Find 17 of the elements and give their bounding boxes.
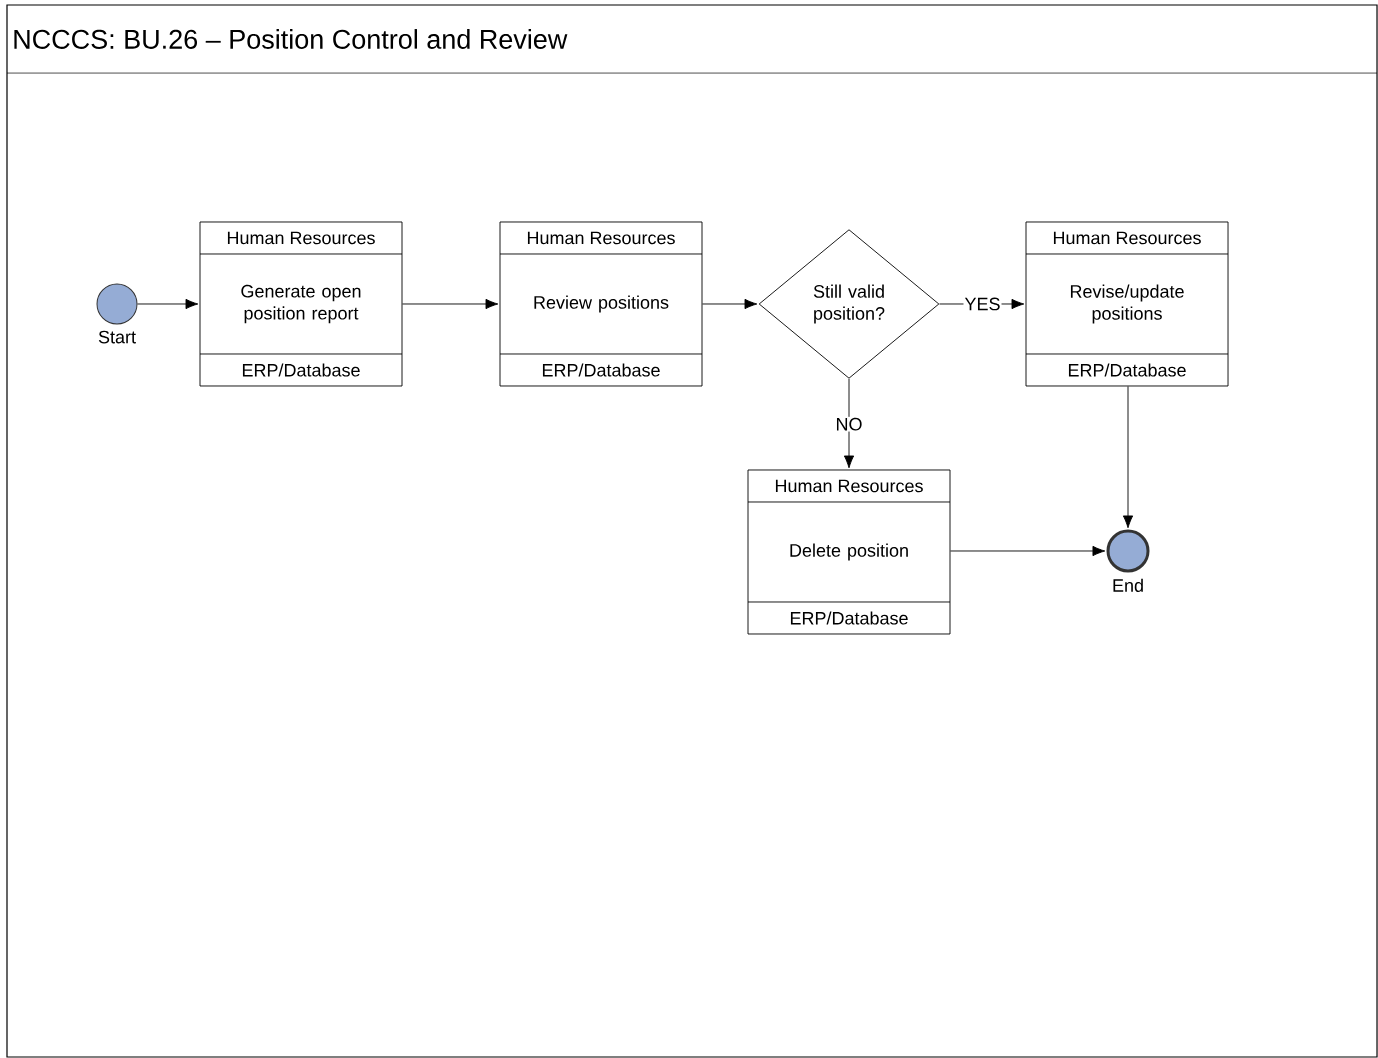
task-box: Human Resources Review positions ERP/Database <box>499 221 703 387</box>
arrow <box>843 378 855 469</box>
title: NCCCS: BU.26 – Position Control and Review <box>14 29 568 49</box>
event-circle <box>96 283 138 325</box>
event-circle <box>1106 529 1150 573</box>
arrow <box>402 298 499 310</box>
task-box: Human Resources Revise/update positions ERP/Database <box>1025 221 1229 387</box>
arrow <box>950 545 1106 557</box>
event-label: Start <box>98 330 136 344</box>
arrow <box>702 298 758 310</box>
task-box: Human Resources Generate open position report ERP/Database <box>199 221 403 387</box>
edge-label: YES <box>963 296 1002 312</box>
edge-label: NO <box>834 416 864 432</box>
event-label: End <box>1113 578 1143 592</box>
task-box: Human Resources Delete position ERP/Database <box>747 469 951 635</box>
arrow <box>137 298 199 310</box>
arrow <box>1122 386 1134 529</box>
